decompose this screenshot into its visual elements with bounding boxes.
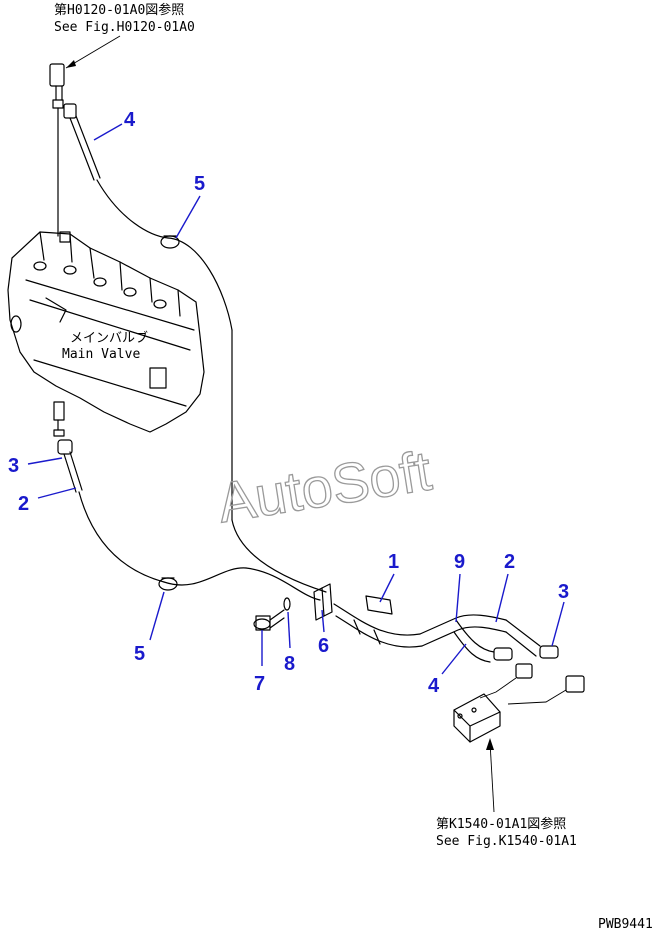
hose-clamp-top [160, 235, 180, 249]
bolt [253, 609, 285, 631]
top-hose [63, 103, 233, 521]
bottom-reference-leader [489, 741, 495, 813]
bottom-reference-arrow [486, 738, 494, 750]
sensor-connectors [479, 663, 585, 705]
main-valve-label-jp: メインバルブ [70, 330, 148, 346]
callout-2-left: 2 [18, 493, 29, 515]
leader-4-top [93, 123, 123, 141]
callout-9: 9 [454, 551, 465, 573]
callout-4-top: 4 [124, 109, 136, 131]
top-fitting [49, 63, 65, 109]
watermark: AutoSoft [213, 438, 435, 534]
callout-4-bottom: 4 [428, 675, 440, 697]
callout-3-right: 3 [558, 581, 569, 603]
bottom-reference-en: See Fig.K1540-01A1 [436, 834, 577, 849]
leader-1 [379, 573, 395, 603]
callout-6: 6 [318, 635, 329, 657]
harness-bundle [333, 595, 507, 648]
bottom-reference-jp: 第K1540-01A1図参照 [436, 816, 566, 832]
top-reference-en: See Fig.H0120-01A0 [54, 20, 195, 35]
top-reference-arrow [66, 60, 76, 68]
leader-3-right [551, 601, 565, 647]
return-line [231, 519, 327, 593]
right-hose [453, 619, 559, 663]
leader-8 [287, 611, 291, 649]
washer [283, 597, 291, 611]
callout-5-bottom: 5 [134, 643, 145, 665]
leader-4-bottom [441, 643, 467, 675]
top-reference-jp: 第H0120-01A0図参照 [54, 2, 184, 18]
callout-3-left: 3 [8, 455, 19, 477]
callout-7: 7 [254, 673, 265, 695]
leader-5-top [175, 195, 201, 239]
leader-9 [455, 573, 461, 623]
leader-5-bottom [149, 591, 165, 641]
leader-2-left [37, 487, 77, 499]
bracket [313, 583, 333, 621]
drawing-code: PWB9441 [598, 917, 653, 932]
callout-5-top: 5 [194, 173, 205, 195]
top-reference-leader [65, 35, 121, 69]
main-valve-body [7, 231, 205, 433]
callout-1: 1 [388, 551, 399, 573]
leader-3-left [27, 457, 63, 465]
controller-box [453, 693, 501, 743]
callout-2-right: 2 [504, 551, 515, 573]
main-valve-label-en: Main Valve [62, 347, 140, 362]
callout-8: 8 [284, 653, 295, 675]
hose-clamp-bottom [158, 577, 178, 591]
leader-2-right [495, 573, 509, 623]
lower-valve-fitting [53, 401, 65, 437]
leader-6 [321, 609, 325, 633]
